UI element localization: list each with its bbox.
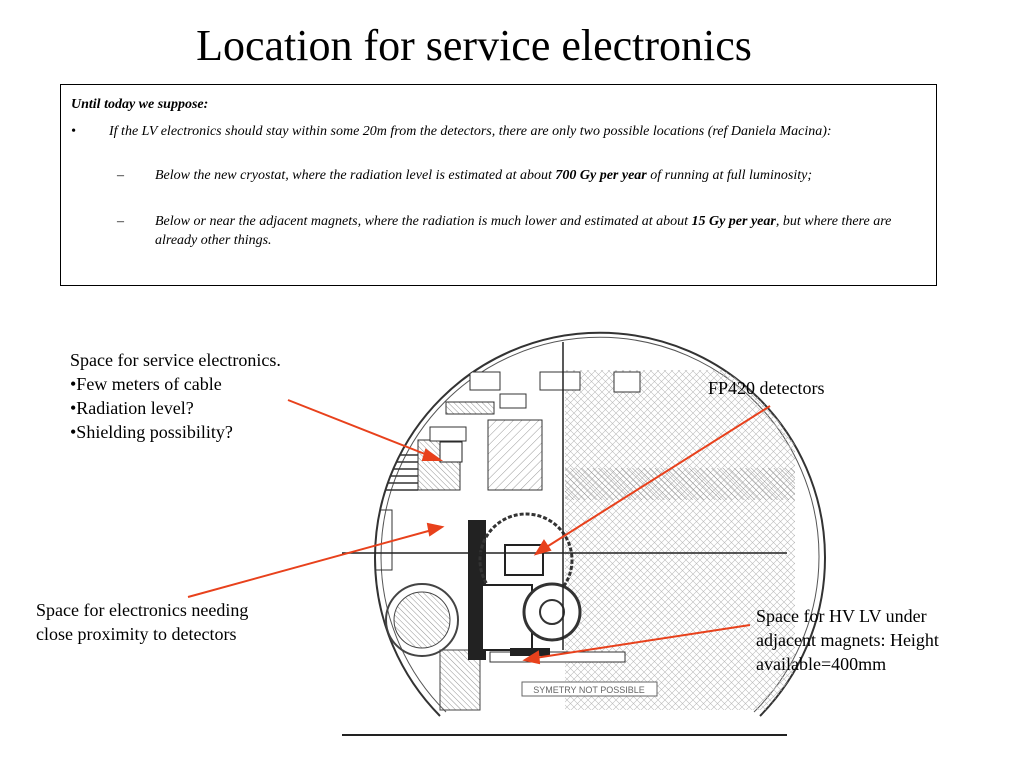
assumptions-heading: Until today we suppose: [71, 97, 209, 112]
bullet-mark: • [71, 124, 76, 139]
top-shelf [445, 401, 495, 415]
near-detectors-line-1: Space for electronics needing [36, 600, 249, 620]
hv-lv-label: Space for HV LV under adjacent magnets: … [756, 604, 939, 676]
service-space-box [439, 441, 463, 463]
near-detectors-line-2: close proximity to detectors [36, 624, 237, 644]
magnets-text-end: , but where there are already other thin… [155, 214, 892, 248]
floor-plate [489, 651, 626, 663]
tunnel-inner-wall [380, 336, 820, 713]
left-magnet [385, 583, 459, 657]
sub-bullet-magnets-text: Below or near the adjacent magnets, wher… [155, 212, 925, 250]
top-shelf-2 [499, 393, 527, 409]
hv-lv-line-2: adjacent magnets: Height [756, 630, 939, 650]
assumptions-box: Until today we suppose: • If the LV elec… [60, 84, 937, 286]
top-box-2 [539, 371, 581, 391]
magnets-text-start: Below or near the adjacent magnets, wher… [155, 214, 692, 229]
bullet-text: If the LV electronics should stay within… [109, 124, 832, 139]
arrow-hv-lv [534, 624, 751, 659]
dash-mark: – [117, 214, 124, 229]
arrowhead-near-detectors [426, 522, 445, 537]
near-detectors-label: Space for electronics needing close prox… [36, 598, 248, 646]
hatched-block [487, 419, 543, 491]
arrowhead-hv-lv [522, 650, 541, 665]
top-box-3 [613, 371, 641, 393]
beam-magnet [522, 582, 582, 642]
service-space-label: Space for service electronics. •Few mete… [70, 348, 281, 444]
hv-lv-line-3: available=400mm [756, 654, 887, 674]
left-magnet-inner [393, 591, 451, 649]
arrowhead-fp420 [533, 539, 552, 556]
fp420-label: FP420 detectors [708, 378, 825, 398]
detector-block [504, 544, 544, 576]
caption-box [521, 681, 658, 697]
page-title: Location for service electronics [196, 21, 752, 70]
drawing-caption: SYMETRY NOT POSSIBLE [533, 685, 645, 695]
cryostat-dose: 700 Gy per year [555, 168, 647, 183]
top-box [469, 371, 501, 391]
cryostat-text-end: of running at full luminosity; [646, 168, 813, 183]
stair-structure [380, 454, 418, 491]
left-rack-top [429, 426, 467, 442]
annotation-arrows [187, 399, 771, 665]
left-support [375, 509, 393, 571]
arrow-fp420 [544, 405, 771, 549]
cryostat-text-start: Below the new cryostat, where the radiat… [155, 168, 556, 183]
arrow-near-detectors [187, 529, 433, 598]
sub-bullet-cryostat-text: Below the new cryostat, where the radiat… [155, 166, 925, 185]
beam-magnet-core [539, 599, 565, 625]
tunnel-wall [374, 331, 826, 717]
hv-lv-space [510, 648, 550, 656]
right-band [565, 468, 795, 500]
arrowhead-service-space [421, 448, 444, 461]
shielding-bullet: •Shielding possibility? [70, 422, 233, 442]
dash-mark: – [117, 168, 124, 183]
magnets-dose: 15 Gy per year [691, 214, 776, 229]
cable-bullet: •Few meters of cable [70, 374, 222, 394]
hv-lv-line-1: Space for HV LV under [756, 606, 927, 626]
arrow-service-space [287, 399, 431, 457]
radiation-bullet: •Radiation level? [70, 398, 194, 418]
service-space-title: Space for service electronics. [70, 350, 281, 370]
